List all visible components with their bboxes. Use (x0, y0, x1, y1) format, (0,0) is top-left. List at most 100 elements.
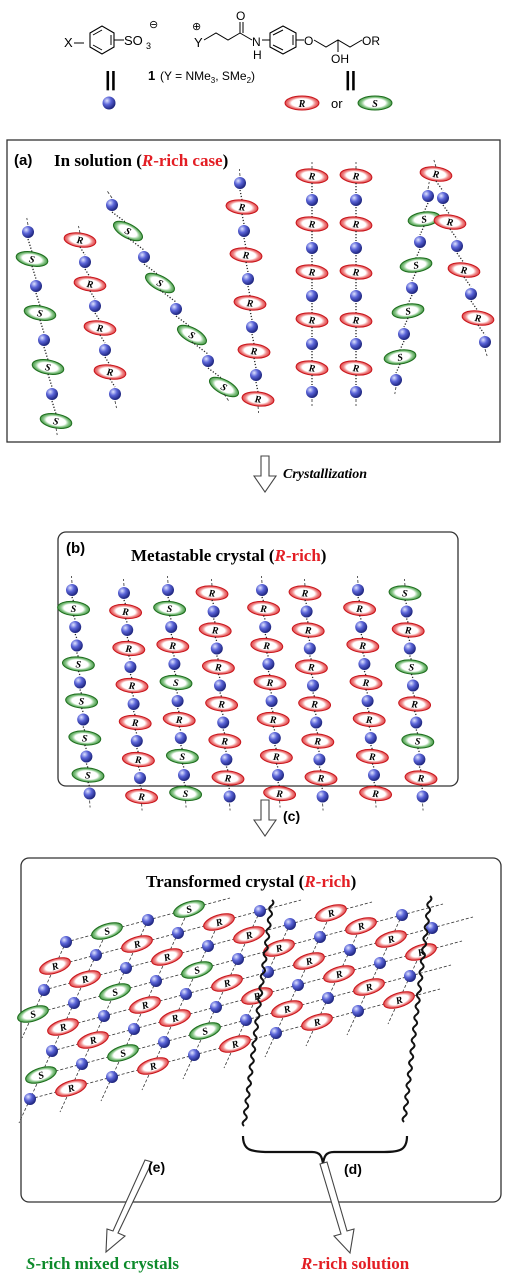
dotted-link (366, 707, 370, 713)
svg-text:R: R (358, 641, 367, 653)
dotted-link (77, 670, 81, 676)
svg-text:S: S (185, 904, 194, 916)
r-ellipse: R (404, 770, 438, 786)
dotted-link (435, 180, 444, 192)
hydroxyl-label: OH (331, 52, 349, 66)
blue-sphere (80, 750, 93, 763)
r-ellipse: R (109, 603, 143, 620)
svg-text:S: S (193, 965, 202, 977)
r-ellipse: R (253, 674, 287, 691)
sulfonate-subscript: 3 (146, 41, 151, 51)
blue-sphere (76, 1058, 88, 1070)
dashed-link (114, 400, 117, 409)
dotted-link (79, 689, 83, 695)
r-ellipse: R (237, 343, 271, 359)
dotted-link (84, 268, 91, 278)
blue-sphere (162, 584, 174, 596)
s-ellipse: S (159, 674, 193, 691)
svg-text:S: S (413, 260, 420, 272)
blue-sphere (77, 713, 90, 726)
blue-sphere (254, 905, 266, 917)
svg-text:R: R (281, 1004, 292, 1017)
dotted-link (275, 763, 279, 769)
svg-text:R: R (351, 267, 360, 279)
s-ellipse: S (23, 305, 57, 321)
minus-charge: ⊖ (149, 19, 158, 31)
dashed-link (394, 386, 397, 395)
dashed-link (484, 348, 488, 357)
r-ellipse: R (345, 917, 377, 935)
svg-text:R: R (214, 662, 223, 674)
transformation-arrow (252, 799, 278, 837)
r-ellipse: R (294, 659, 328, 675)
dotted-link (407, 636, 411, 642)
svg-text:S: S (78, 696, 85, 707)
blue-sphere (416, 790, 429, 803)
svg-text:R: R (220, 736, 229, 748)
dotted-link (89, 290, 96, 300)
blue-sphere (465, 288, 477, 300)
y-group-label: Y (194, 35, 203, 50)
svg-text:R: R (351, 219, 360, 231)
dotted-link (247, 285, 251, 297)
dotted-link (420, 784, 424, 790)
r-ellipse: R (271, 1000, 303, 1018)
svg-text:R: R (473, 313, 482, 325)
dotted-link (239, 189, 243, 201)
dotted-link (227, 784, 231, 790)
dotted-link (51, 400, 57, 415)
dotted-link (470, 300, 479, 312)
r-ellipse: R (293, 952, 325, 970)
blue-sphere (106, 1071, 118, 1083)
blue-sphere (270, 1027, 282, 1039)
blue-sphere (214, 679, 226, 692)
svg-text:S: S (103, 926, 112, 938)
s-ellipse: S (68, 730, 102, 746)
svg-text:R: R (275, 789, 284, 801)
s-ellipse: S (65, 693, 99, 709)
wavy-boundary-right (401, 895, 433, 1123)
dotted-link (178, 726, 182, 732)
blue-sphere (174, 732, 187, 744)
s-ellipse: S (388, 585, 422, 601)
dotted-link (363, 670, 367, 676)
dotted-link (358, 615, 362, 621)
plus-charge: ⊕ (192, 21, 201, 33)
r-ellipse: R (295, 360, 329, 376)
s-ellipse: S (71, 767, 105, 783)
dotted-link (219, 692, 223, 698)
svg-text:R: R (307, 363, 316, 375)
svg-text:S: S (28, 254, 36, 266)
r-ellipse: R (391, 622, 425, 638)
s-ellipse: S (91, 922, 123, 940)
dashed-link (100, 1076, 113, 1102)
dotted-link (417, 747, 421, 753)
svg-text:R: R (403, 625, 412, 637)
or-group-label: OR (362, 34, 380, 48)
r-ellipse: R (118, 714, 152, 731)
dotted-link (262, 615, 266, 621)
blue-sphere (426, 922, 438, 934)
blue-sphere (89, 300, 101, 312)
blue-sphere (451, 240, 463, 252)
dotted-link (442, 204, 451, 216)
dotted-link (264, 633, 268, 639)
panel-b-title: Metastable crystal (R-rich) (131, 546, 326, 565)
svg-text:R: R (169, 1013, 180, 1026)
panel-b-frame (57, 531, 459, 787)
r-ellipse: R (63, 232, 97, 248)
svg-text:R: R (249, 346, 258, 358)
blue-sphere (292, 979, 304, 991)
blue-sphere (158, 1036, 170, 1048)
svg-text:R: R (245, 298, 254, 310)
dotted-link (411, 271, 417, 282)
blue-sphere (306, 242, 318, 254)
svg-text:R: R (87, 1035, 98, 1048)
blue-sphere (234, 177, 246, 189)
blue-sphere (400, 605, 413, 618)
svg-text:R: R (459, 265, 468, 277)
svg-text:R: R (300, 588, 309, 600)
panel-b-crystal-lattice: SSSSSRRRRRRSRSRSSRRRRRRRRRRRRRRRRRRRRRRR… (57, 575, 438, 811)
svg-text:R: R (262, 641, 271, 653)
